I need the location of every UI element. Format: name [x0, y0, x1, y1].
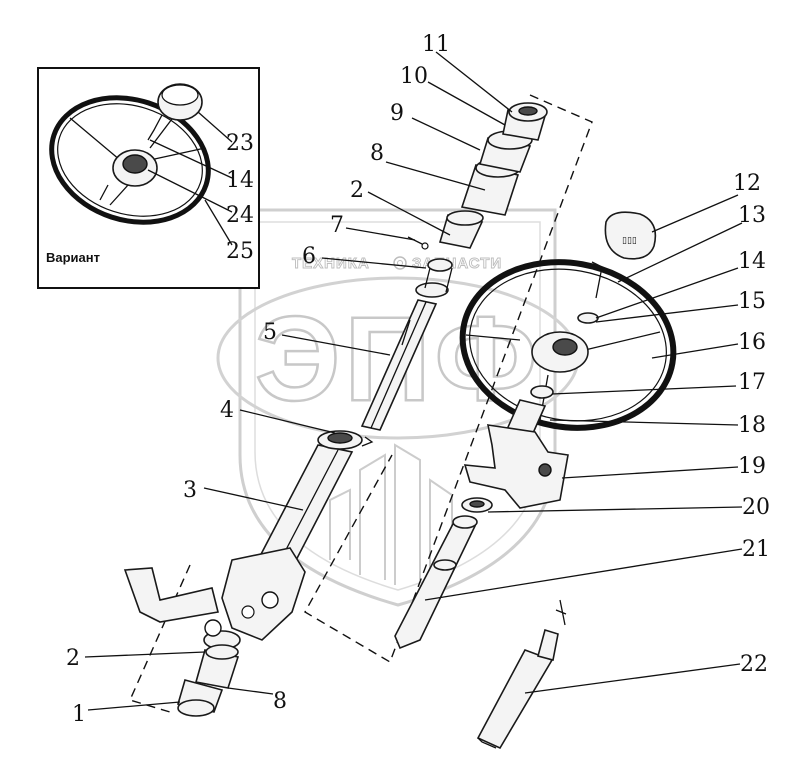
watermark-brand-top-right: ЗАПЧАСТИ — [412, 255, 502, 272]
callout-23: 23 — [226, 131, 254, 156]
callout-20: 20 — [742, 495, 770, 520]
splined-shaft — [394, 519, 477, 650]
steering-wheel-assembly: ▯▯▯ — [394, 211, 677, 650]
callout-13: 13 — [738, 203, 766, 228]
upper-shaft-assembly — [360, 102, 548, 431]
callout-12: 12 — [733, 171, 761, 196]
leader-14a — [149, 139, 233, 179]
telescopic-shaft — [476, 599, 567, 750]
leader-lines — [84, 51, 743, 711]
variant-steering-wheel — [49, 95, 211, 225]
variant-horn-cap — [147, 83, 203, 141]
callout-19: 19 — [738, 454, 766, 479]
callout-14-inset: 14 — [226, 168, 254, 193]
callout-18: 18 — [738, 413, 766, 438]
alignment-line-upper — [304, 94, 593, 664]
variant-inset-label: Вариант — [46, 250, 100, 265]
callout-9: 9 — [390, 101, 404, 126]
horn-cap: ▯▯▯ — [604, 211, 657, 260]
callout-2-lower: 2 — [66, 646, 80, 671]
column-bracket — [123, 567, 219, 623]
callout-5: 5 — [263, 320, 277, 345]
leader-23 — [197, 111, 233, 143]
svg-text:▯▯▯: ▯▯▯ — [622, 236, 637, 246]
watermark-brand-top: ТЕХНИКА — [292, 255, 370, 272]
gear-icon — [393, 256, 407, 270]
callout-25: 25 — [226, 239, 254, 264]
variant-inset: Вариант — [37, 67, 260, 289]
callout-6: 6 — [302, 244, 316, 269]
callout-4: 4 — [220, 398, 234, 423]
callout-8-upper: 8 — [370, 141, 384, 166]
leader-24 — [147, 169, 233, 213]
callout-17: 17 — [738, 370, 766, 395]
callout-3: 3 — [183, 478, 197, 503]
column-tube — [256, 444, 354, 569]
callout-1: 1 — [72, 702, 86, 727]
callout-11: 11 — [422, 32, 450, 57]
callout-7: 7 — [330, 213, 344, 238]
watermark: ЭПФ ТЕХНИКА ЗАПЧАСТИ — [216, 208, 580, 607]
callout-10: 10 — [400, 64, 428, 89]
callout-15: 15 — [738, 289, 766, 314]
callout-24: 24 — [226, 203, 254, 228]
callout-8-lower: 8 — [273, 689, 287, 714]
callout-labels: 1 2 2 3 4 5 6 7 8 8 9 10 11 12 13 14 14 … — [66, 32, 770, 727]
callout-2-upper: 2 — [350, 178, 364, 203]
leader-25 — [204, 199, 233, 246]
switch-bracket — [463, 424, 569, 509]
callout-16: 16 — [738, 330, 766, 355]
callout-22: 22 — [740, 652, 768, 677]
callout-21: 21 — [742, 537, 770, 562]
callout-14: 14 — [738, 249, 766, 274]
lower-column-assembly — [123, 430, 374, 717]
